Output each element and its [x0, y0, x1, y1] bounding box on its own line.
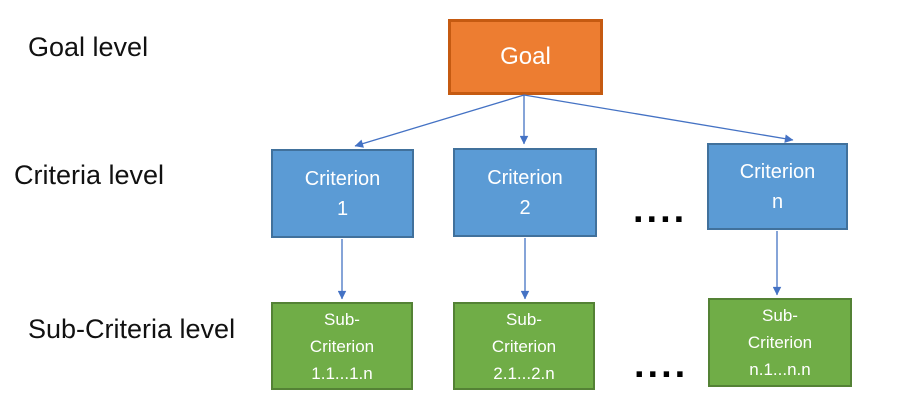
subcriterion-2-name: Criterion [491, 336, 557, 356]
criterion-1-node: Criterion 1 [271, 149, 414, 238]
subcriterion-n-node: Sub- Criterion n.1...n.n [708, 298, 852, 387]
subcriteria-level-label: Sub-Criteria level [28, 314, 236, 344]
subcriterion-2-node: Sub- Criterion 2.1...2.n [453, 302, 595, 390]
criterion-2-index: 2 [519, 196, 531, 219]
criteria-level-label: Criteria level [14, 160, 165, 190]
criterion-n-node: Criterion n [707, 143, 848, 230]
subcriterion-1-name: Criterion [309, 336, 375, 356]
criterion-1-name: Criterion [304, 167, 381, 190]
criterion-n-index: n [771, 190, 784, 213]
criteria-ellipsis: .... [633, 189, 688, 231]
criterion-2-name: Criterion [487, 166, 563, 189]
criterion-2-node: Criterion 2 [453, 148, 597, 237]
arrow-goal-to-criterion-n [523, 94, 794, 143]
subcriterion-1-node: Sub- Criterion 1.1...1.n [271, 302, 413, 390]
goal-node: Goal [448, 19, 603, 95]
subcriterion-1-prefix: Sub- [324, 309, 360, 329]
criterion-1-index: 1 [336, 197, 349, 220]
goal-level-label: Goal level [28, 32, 149, 62]
subcriterion-2-range: 2.1...2.n [493, 363, 555, 383]
goal-node-label: Goal [500, 43, 551, 70]
subcriterion-n-prefix: Sub- [762, 306, 798, 325]
subcriterion-1-range: 1.1...1.n [311, 363, 373, 383]
subcriterion-2-prefix: Sub- [506, 309, 542, 329]
subcriteria-ellipsis: .... [634, 344, 689, 386]
arrow-goal-to-criterion-1 [354, 94, 525, 148]
subcriterion-n-name: Criterion [747, 333, 813, 352]
criterion-n-name: Criterion [739, 160, 816, 183]
subcriterion-n-range: n.1...n.n [749, 360, 811, 379]
